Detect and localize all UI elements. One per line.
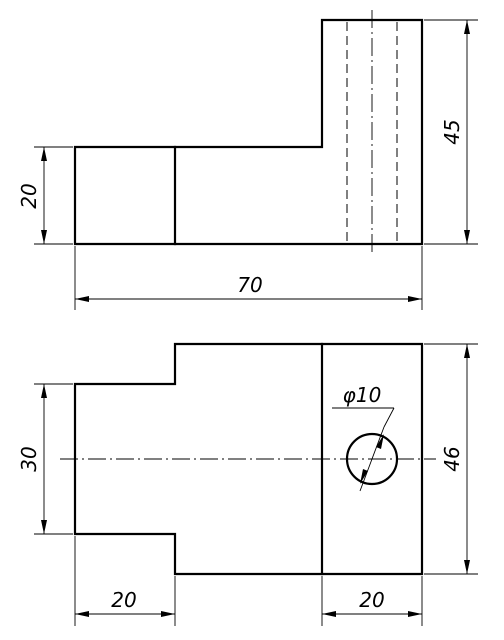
top-dim-left-length-label: 20	[111, 588, 136, 612]
top-view: φ10 30 46 20	[17, 342, 478, 626]
top-dimension-width-left: 30	[17, 383, 73, 535]
front-dimension-length: 70	[74, 246, 423, 310]
top-dimension-width-right: 46	[424, 343, 478, 575]
front-view: 20 45 70	[17, 10, 478, 310]
front-dim-height-left-label: 20	[17, 183, 41, 208]
front-dim-length-label: 70	[237, 273, 262, 297]
front-dimension-height-right: 45	[424, 19, 478, 245]
top-dim-right-length-label: 20	[359, 588, 384, 612]
top-dimension-left-length: 20	[74, 536, 176, 626]
top-view-outline	[73, 342, 424, 576]
front-dimension-height-left: 20	[17, 146, 73, 245]
front-view-outline	[73, 18, 424, 246]
hole-diameter-label: φ10	[343, 383, 382, 407]
top-dimension-right-length: 20	[321, 576, 423, 626]
front-dim-height-right-label: 45	[440, 119, 464, 144]
top-dim-width-right-label: 46	[440, 446, 464, 471]
hole-diameter-dimension: φ10	[332, 383, 395, 492]
top-dim-width-left-label: 30	[17, 446, 41, 471]
